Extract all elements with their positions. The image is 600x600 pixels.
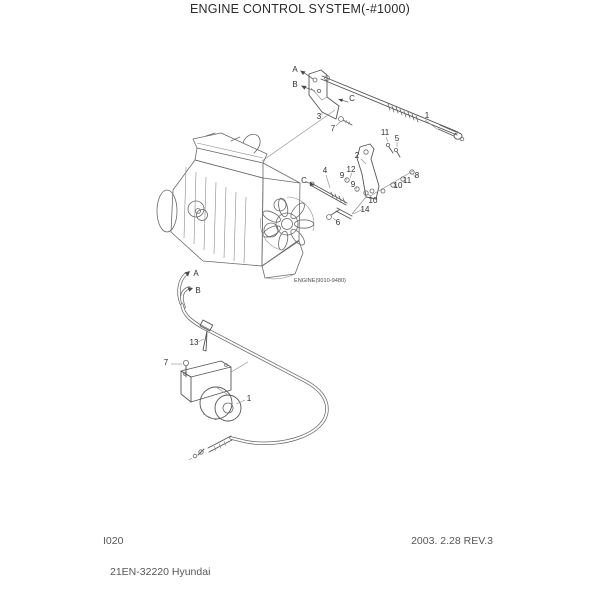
part-label-8: 8 (415, 171, 420, 180)
part-label-A: A (193, 269, 199, 278)
part-label-3: 3 (317, 112, 322, 121)
page-title: ENGINE CONTROL SYSTEM(-#1000) (190, 2, 410, 16)
part-label-9: 9 (340, 171, 345, 180)
part-label-C: C (301, 176, 307, 185)
part-label-13: 13 (190, 338, 199, 347)
part-label-10: 10 (369, 196, 378, 205)
part-label-B: B (195, 286, 200, 295)
part-label-12: 12 (347, 165, 356, 174)
part-label-11: 11 (381, 128, 390, 137)
engine-caption: ENGINE(9010-9480) (294, 278, 346, 284)
part-label-B: B (292, 80, 297, 89)
upper-linkage-art (261, 69, 465, 222)
footer-doc-code: 21EN-32220 Hyundai (110, 566, 211, 578)
part-label-4: 4 (323, 166, 328, 175)
engine-art: ENGINE(9010-9480) (156, 132, 346, 284)
footer-revision: 2003. 2.28 REV.3 (411, 535, 493, 547)
part-label-A: A (292, 65, 298, 74)
part-label-1: 1 (425, 111, 430, 120)
part-label-7: 7 (164, 358, 169, 367)
part-label-2: 2 (355, 151, 360, 160)
footer-page-code: I020 (103, 535, 124, 547)
part-label-7: 7 (331, 124, 336, 133)
cable-assembly-art (171, 271, 329, 461)
part-label-10: 10 (394, 181, 403, 190)
part-label-11: 11 (403, 176, 412, 185)
part-label-1: 1 (247, 394, 252, 403)
part-label-C: C (349, 94, 355, 103)
part-label-9: 9 (351, 180, 356, 189)
part-label-5: 5 (395, 134, 400, 143)
part-label-14: 14 (361, 205, 370, 214)
part-label-6: 6 (336, 218, 341, 227)
